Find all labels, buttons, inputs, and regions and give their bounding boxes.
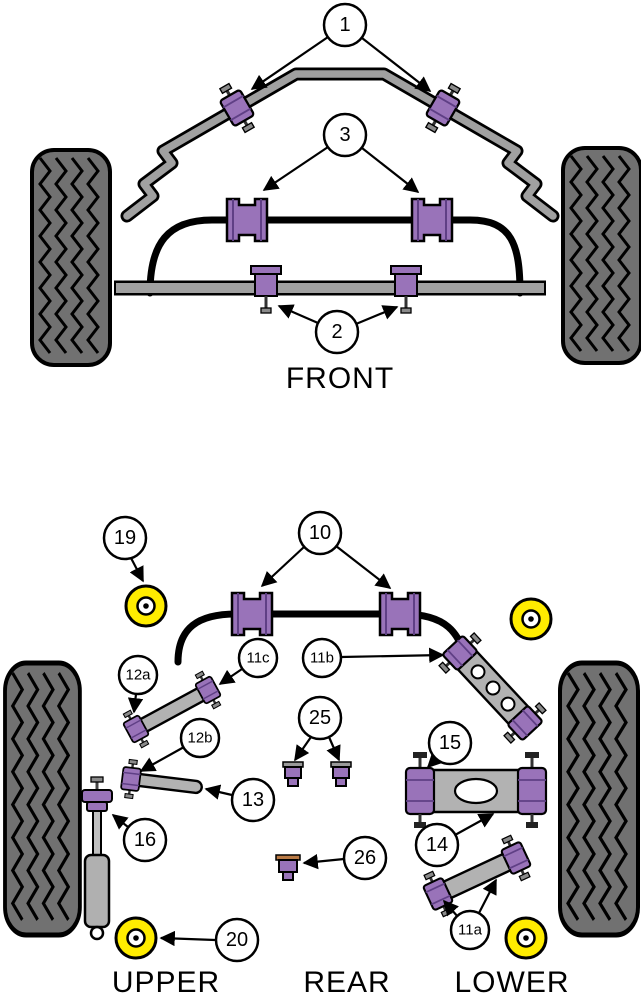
- rear-anti-roll-bar: [174, 610, 471, 668]
- bushing-25-right: [330, 761, 352, 787]
- front-section-label: FRONT: [286, 362, 394, 395]
- front-upper-bar: [120, 67, 560, 223]
- arrow-11a-left: [442, 899, 459, 918]
- callout-3: 3: [322, 112, 368, 158]
- callout-26: 26: [342, 835, 388, 881]
- arb-bushing-3-right: [410, 197, 454, 243]
- upper-section-label: UPPER: [112, 966, 220, 999]
- arrow-12b: [139, 746, 185, 772]
- arrow-1-right: [361, 37, 432, 92]
- arrow-11b: [340, 647, 445, 663]
- callout-11b: 11b: [301, 637, 343, 679]
- tire-rear-right: [560, 663, 638, 935]
- callout-2-label: 2: [331, 321, 342, 343]
- callout-19: 19: [102, 515, 148, 561]
- arrow-1-left: [250, 36, 329, 90]
- arrow-19: [129, 557, 144, 583]
- arb-bushing-10-right: [378, 591, 422, 637]
- callout-10: 10: [297, 510, 343, 556]
- bushing-2-right: [389, 264, 423, 315]
- callout-14-label: 14: [426, 834, 448, 856]
- callout-1: 1: [322, 2, 368, 48]
- yellow-bushing-lower-right: [504, 916, 548, 960]
- arrow-11c: [218, 668, 243, 685]
- callout-19-label: 19: [114, 527, 136, 549]
- callout-15: 15: [427, 720, 473, 766]
- callout-11c: 11c: [237, 637, 279, 679]
- callout-11c-label: 11c: [246, 650, 270, 667]
- arrow-20: [159, 930, 216, 947]
- callout-15-label: 15: [439, 732, 461, 754]
- arrow-26: [302, 853, 345, 870]
- callout-20-label: 20: [226, 929, 248, 951]
- yellow-bushing-19: [124, 584, 168, 628]
- callout-20: 20: [214, 917, 260, 963]
- rear-suspension-section: 19 10 11c 11b 12a 12b 13 25: [5, 510, 638, 999]
- callout-3-label: 3: [339, 124, 350, 146]
- callout-16: 16: [122, 817, 168, 863]
- arrow-14: [454, 813, 495, 836]
- arrow-3-left: [262, 146, 329, 191]
- callout-25: 25: [297, 695, 343, 741]
- arrow-25-right: [326, 736, 341, 762]
- callout-1-label: 1: [339, 14, 350, 36]
- callout-11a-label: 11a: [458, 922, 483, 939]
- arrow-10-left: [260, 546, 305, 588]
- callout-13-label: 13: [242, 789, 264, 811]
- callout-2: 2: [314, 309, 360, 355]
- arrow-10-right: [335, 545, 392, 589]
- bushing-2-left: [249, 264, 283, 315]
- arrow-16: [111, 814, 129, 830]
- callout-16-label: 16: [134, 829, 156, 851]
- arrow-2-right: [355, 305, 399, 326]
- rear-shock-absorber: [81, 776, 113, 941]
- tire-front-left: [32, 150, 110, 365]
- arb-bushing-3-left: [225, 197, 269, 243]
- arb-bushing-10-left: [230, 591, 274, 637]
- arrow-11a-right: [478, 878, 497, 914]
- front-suspension-section: 1 3 2 FRONT: [32, 2, 641, 395]
- bushing-12b: [118, 757, 144, 801]
- yellow-bushing-upper-right: [509, 597, 553, 641]
- arrow-3-right: [361, 147, 420, 193]
- tire-front-right: [563, 148, 641, 363]
- callout-13: 13: [230, 777, 276, 823]
- callout-11b-label: 11b: [310, 650, 334, 667]
- callout-14: 14: [414, 822, 460, 868]
- tire-rear-left: [5, 663, 80, 935]
- yellow-bushing-20: [114, 916, 158, 960]
- arrow-25-left: [294, 736, 312, 762]
- arrow-12a: [127, 693, 144, 714]
- front-anti-roll-bar: [146, 216, 524, 297]
- rear-subframe-mount: [404, 752, 548, 828]
- rear-section-label: REAR: [303, 966, 390, 999]
- callout-11a: 11a: [449, 909, 491, 951]
- callout-12b: 12b: [179, 717, 221, 759]
- bushing-26: [275, 854, 301, 881]
- callout-12a: 12a: [117, 654, 159, 696]
- callout-10-label: 10: [309, 522, 331, 544]
- lower-section-label: LOWER: [454, 966, 569, 999]
- callout-26-label: 26: [354, 847, 376, 869]
- callout-25-label: 25: [309, 707, 331, 729]
- arrow-2-left: [277, 304, 319, 325]
- bushing-25-left: [282, 761, 304, 787]
- callout-12b-label: 12b: [187, 730, 212, 747]
- callout-12a-label: 12a: [125, 667, 151, 684]
- arrow-13: [204, 784, 233, 800]
